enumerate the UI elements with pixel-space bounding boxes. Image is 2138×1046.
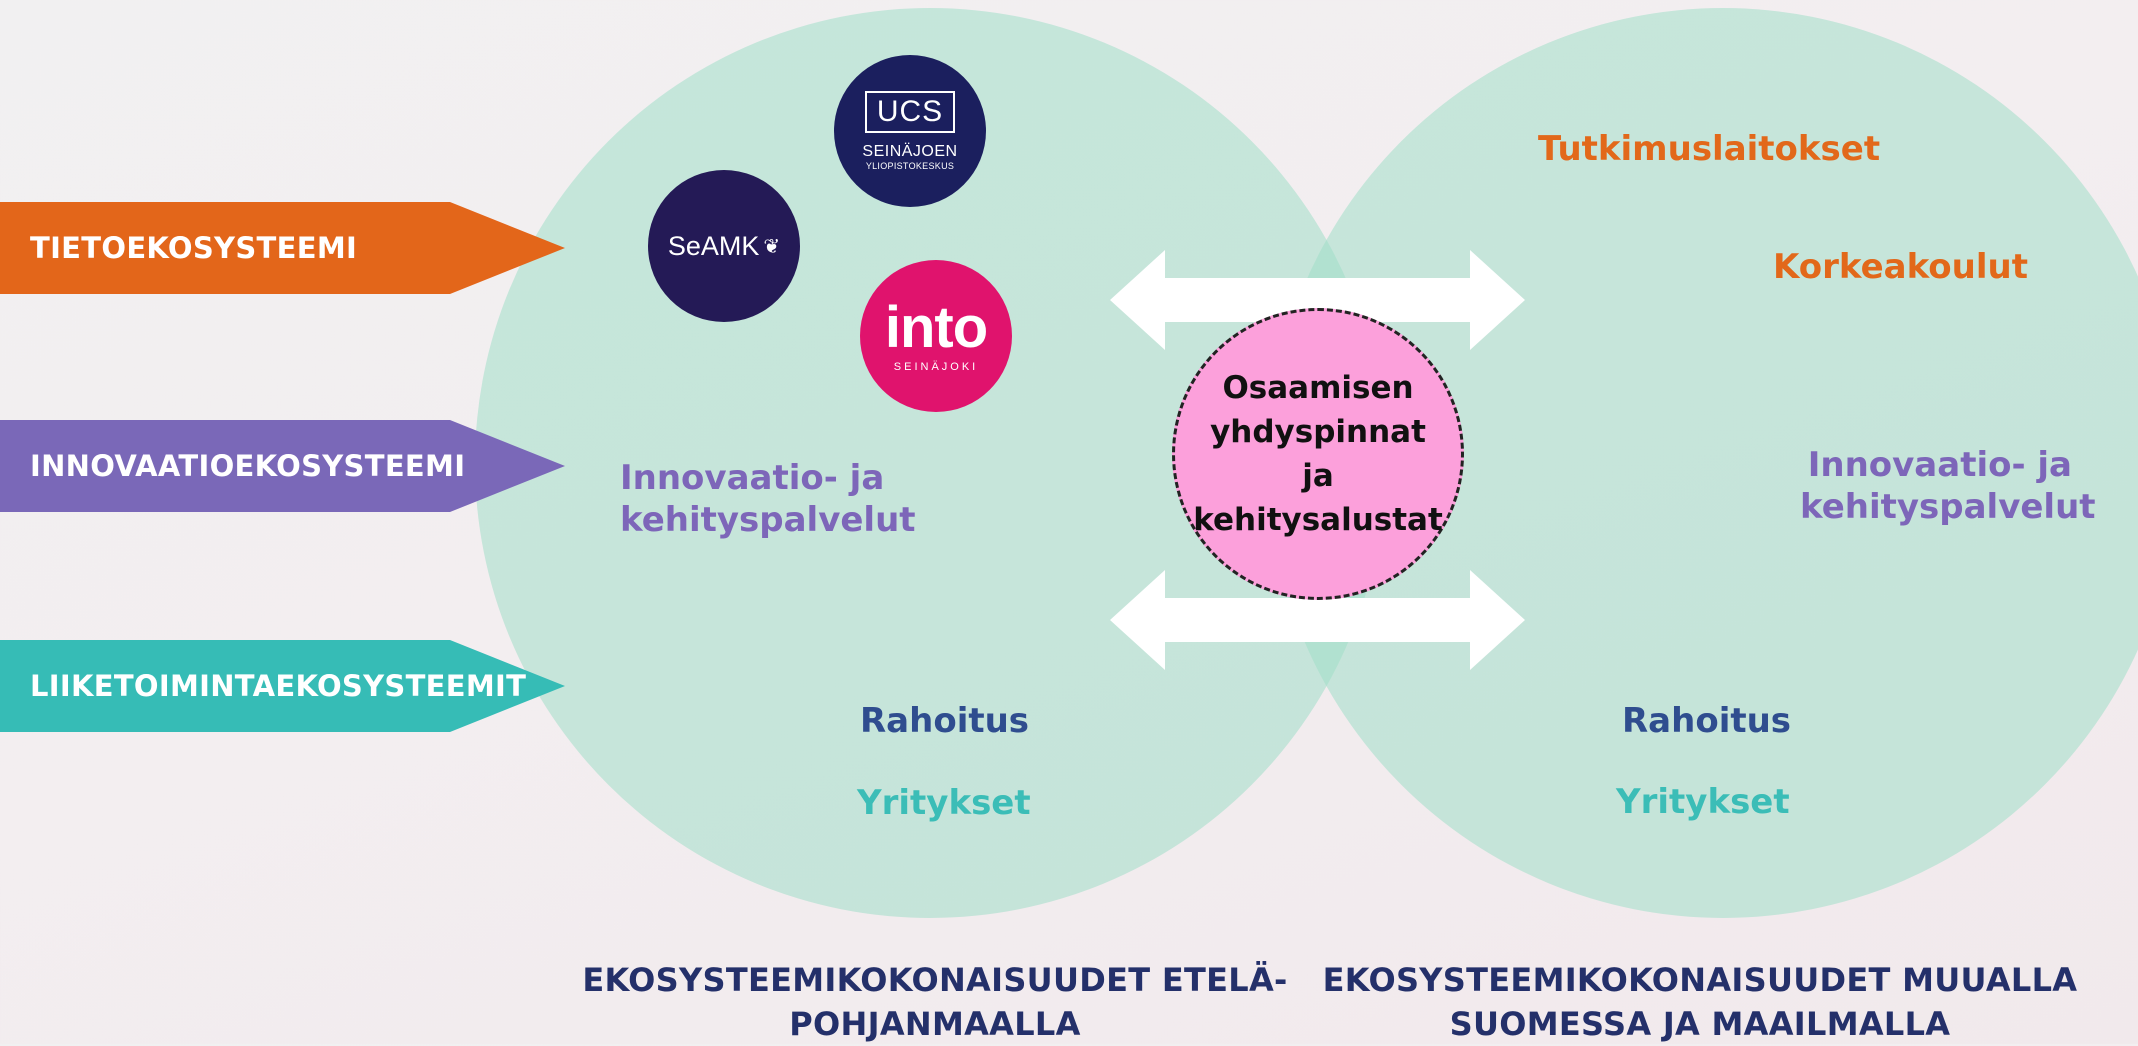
liiketoimintaekosysteemit-arrow: LIIKETOIMINTAEKOSYSTEEMIT <box>0 640 565 732</box>
center-hub-circle: Osaamisen yhdyspinnat ja kehitysalustat <box>1172 308 1464 600</box>
right-yritykset-label: Yritykset <box>1616 782 1790 822</box>
right-innovation-label: Innovaatio- ja kehityspalvelut <box>1800 445 2096 527</box>
seamk-logo: SeAMK ❦ <box>648 170 800 322</box>
innovaatioekosysteemi-arrow: INNOVAATIOEKOSYSTEEMI <box>0 420 565 512</box>
ucs-logo-sub: YLIOPISTOKESKUS <box>865 161 955 171</box>
footer-left-title: EKOSYSTEEMIKOKONAISUUDET ETELÄ-POHJANMAA… <box>582 961 1288 1043</box>
left-innovation-label: Innovaatio- ja kehityspalvelut <box>620 458 916 540</box>
into-logo-mark: into <box>884 295 988 360</box>
center-hub-text: Osaamisen yhdyspinnat ja kehitysalustat <box>1193 370 1443 538</box>
into-logo-city: SEINÄJOKI <box>893 361 979 373</box>
leaf-icon: ❦ <box>763 235 781 258</box>
seamk-logo-mark: SeAMK <box>667 230 760 261</box>
ucs-logo: UCS SEINÄJOEN YLIOPISTOKESKUS <box>834 55 986 207</box>
tietoekosysteemi-arrow: TIETOEKOSYSTEEMI <box>0 202 565 294</box>
double-arrows <box>1110 250 1525 670</box>
footer-right-title: EKOSYSTEEMIKOKONAISUUDET MUUALLA SUOMESS… <box>1322 961 2078 1043</box>
into-logo: into SEINÄJOKI <box>860 260 1012 412</box>
left-yritykset-label: Yritykset <box>857 783 1031 823</box>
ucs-logo-mark: UCS <box>864 91 956 133</box>
korkeakoulut-label: Korkeakoulut <box>1773 247 2028 287</box>
tutkimuslaitokset-label: Tutkimuslaitokset <box>1538 129 1881 169</box>
ucs-logo-city: SEINÄJOEN <box>862 143 958 160</box>
right-rahoitus-label: Rahoitus <box>1622 701 1792 741</box>
upper-double-arrow-icon <box>1110 250 1525 350</box>
left-rahoitus-label: Rahoitus <box>860 701 1030 741</box>
lower-double-arrow-icon <box>1110 570 1525 670</box>
